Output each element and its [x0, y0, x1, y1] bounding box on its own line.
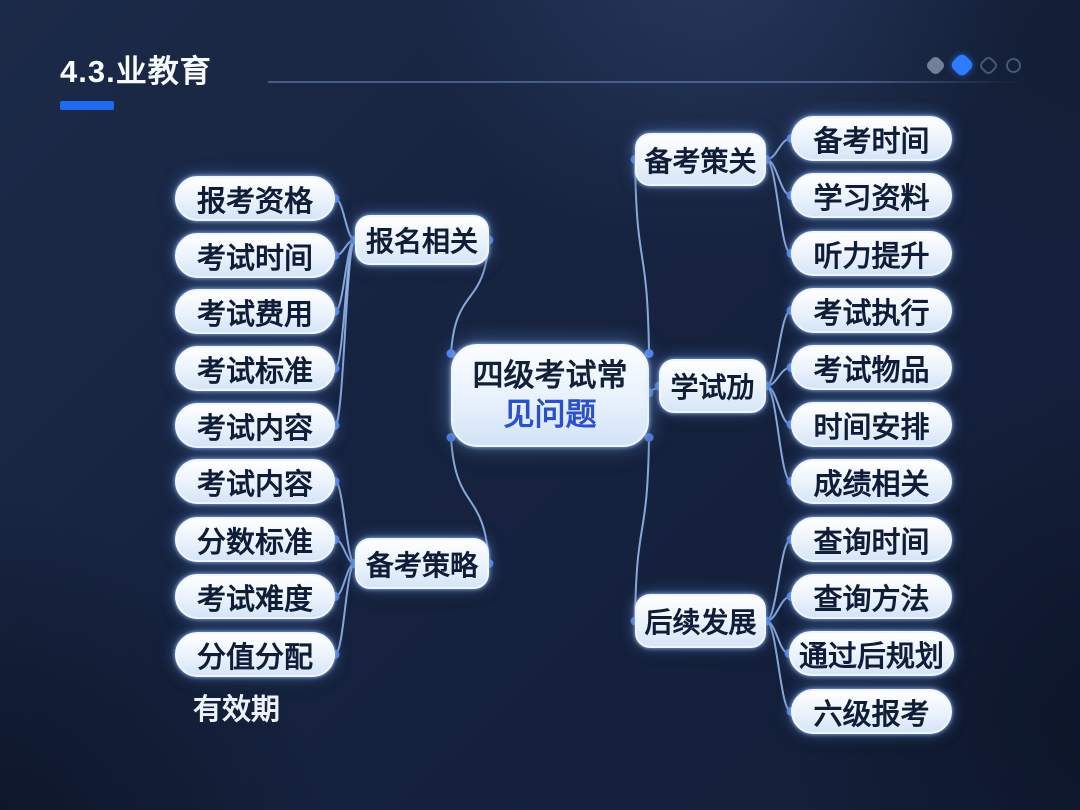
- title-accent-bar: [60, 101, 114, 110]
- mindmap-leaf-node: 查询方法: [791, 574, 952, 619]
- mindmap-leaf-node: 考试执行: [791, 288, 952, 333]
- mindmap-leaf-node: 考试内容: [175, 459, 335, 504]
- mindmap-leaf-node: 六级报考: [791, 689, 952, 734]
- floating-leaf-label: 有效期: [193, 694, 281, 726]
- mindmap-branch-node: 学试劢: [659, 359, 766, 413]
- mindmap-leaf-node: 查询时间: [791, 517, 952, 562]
- mindmap-leaf-node: 学习资料: [791, 173, 952, 218]
- mindmap-branch-node: 备考策略: [355, 538, 489, 589]
- mindmap-leaf-node: 分值分配: [175, 632, 335, 677]
- header-divider-line: [268, 81, 1021, 83]
- mindmap-leaf-node: 考试内容: [175, 403, 335, 448]
- mindmap-leaf-node: 备考时间: [791, 116, 952, 161]
- mindmap-root-node: 四级考试常见问题: [451, 344, 649, 447]
- mindmap-leaf-node: 考试物品: [791, 345, 952, 390]
- mindmap-branch-node: 报名相关: [355, 215, 489, 265]
- mindmap-leaf-node: 成绩相关: [791, 459, 952, 504]
- mindmap-leaf-node: 考试费用: [175, 289, 335, 334]
- mindmap-leaf-node: 听力提升: [791, 231, 952, 276]
- mindmap-leaf-node: 分数标准: [175, 517, 335, 562]
- mindmap-branch-node: 备考策关: [635, 133, 766, 186]
- page-title: 4.3.业教育: [60, 54, 212, 89]
- mindmap-leaf-node: 报考资格: [175, 176, 335, 221]
- root-node-line: 见问题: [503, 396, 597, 432]
- mindmap-leaf-node: 考试标准: [175, 346, 335, 391]
- root-node-line: 四级考试常: [472, 357, 628, 393]
- mindmap-leaf-node: 通过后规划: [789, 631, 954, 676]
- mindmap-branch-node: 后续发展: [635, 594, 766, 648]
- mindmap-leaf-node: 考试时间: [175, 233, 335, 278]
- mindmap-leaf-node: 时间安排: [791, 402, 952, 447]
- mindmap-leaf-node: 考试难度: [175, 574, 335, 619]
